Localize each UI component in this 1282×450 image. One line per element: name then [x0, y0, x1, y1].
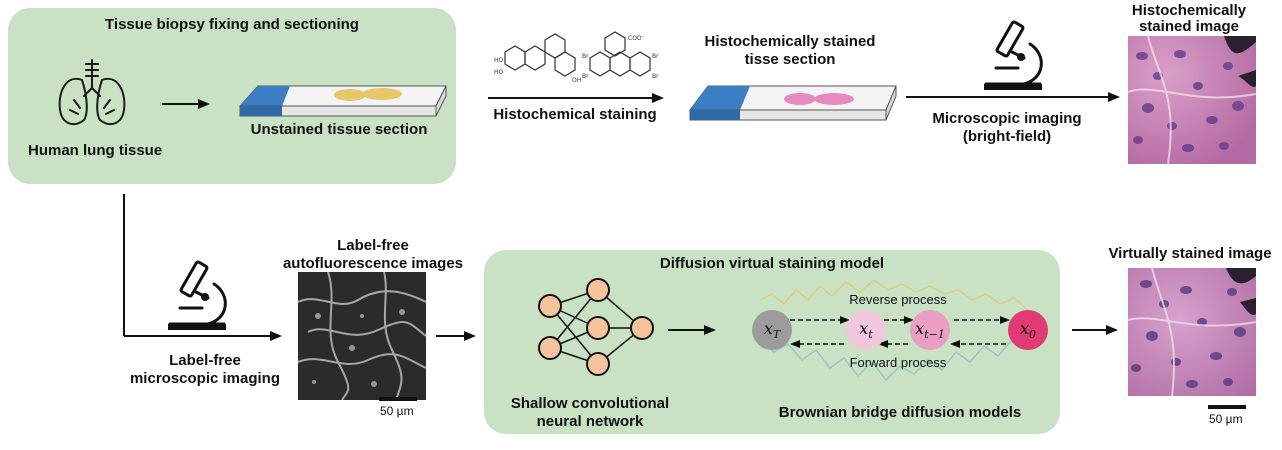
bbdm-label: Brownian bridge diffusion models [778, 404, 1022, 421]
autofluorescence-label-1: Label-free [337, 237, 409, 254]
diffusion-node-subscript: t [868, 328, 873, 342]
diffusion-node-0: xT [752, 310, 792, 350]
reverse-process-label: Reverse process [849, 292, 947, 307]
labelfree-imaging-label-1: Label-free [169, 352, 241, 369]
diffusion-node-symbol: xT [763, 318, 781, 342]
unstained-section-label: Unstained tissue section [250, 121, 428, 138]
histochemical-staining-label: Histochemical staining [493, 106, 657, 123]
svg-text:Br: Br [582, 73, 589, 80]
stained-section-label-2: tisse section [744, 51, 836, 68]
diffusion-node-subscript: 0 [1029, 328, 1037, 342]
tissue-fixing-title: Tissue biopsy fixing and sectioning [105, 16, 359, 33]
microscopic-imaging-label-1: Microscopic imaging [932, 110, 1082, 127]
svg-text:Br: Br [582, 53, 589, 60]
labelfree-imaging-label-2: microscopic imaging [129, 370, 281, 387]
svg-text:Br: Br [652, 73, 659, 80]
diffusion-node-subscript: t−1 [924, 328, 945, 342]
svg-text:Br: Br [652, 53, 659, 60]
virtually-stained-image [1128, 268, 1256, 396]
microscopic-imaging-label-2: (bright-field) [962, 128, 1052, 145]
autofluorescence-image [298, 272, 426, 400]
stained-section-label-1: Histochemically stained [704, 33, 876, 50]
diffusion-node-symbol: xt [859, 318, 873, 342]
virtual-stained-label: Virtually stained image [1108, 245, 1272, 262]
diffusion-model-title: Diffusion virtual staining model [659, 255, 885, 272]
autofluorescence-label-2: autofluorescence images [282, 255, 464, 272]
diffusion-node-subscript: T [772, 328, 781, 342]
histochemical-stained-image [1128, 36, 1256, 164]
svg-text:OH: OH [572, 77, 581, 84]
cnn-label-1: Shallow convolutional [510, 395, 670, 412]
histochemical-image-label-2: stained image [1138, 18, 1240, 35]
svg-text:COO⁻: COO⁻ [628, 35, 645, 42]
diffusion-node-symbol: xt−1 [915, 318, 945, 342]
forward-process-label: Forward process [849, 355, 947, 370]
lung-label: Human lung tissue [28, 142, 163, 159]
diffusion-node-symbol: x0 [1019, 318, 1037, 342]
scalebar-right-label: 50 µm [1209, 412, 1243, 426]
cnn-label-2: neural network [536, 413, 644, 430]
diffusion-node-1: xt [846, 310, 886, 350]
diffusion-node-3: x0 [1008, 310, 1048, 350]
histochemical-image-label-1: Histochemically [1131, 2, 1247, 19]
diffusion-node-2: xt−1 [910, 310, 950, 350]
svg-text:HO: HO [494, 57, 504, 64]
svg-text:HO: HO [494, 69, 504, 76]
scalebar-left-label: 50 µm [380, 404, 414, 418]
